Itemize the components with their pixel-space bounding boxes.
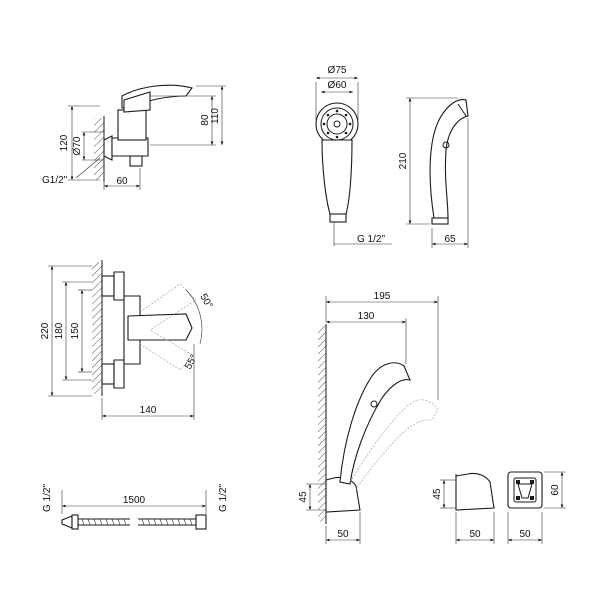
mixer-side-view: 120 Ø70 80 110 60 G1/2" [42,84,226,190]
thread-label-head: G 1/2" [357,234,385,245]
holder-assembly: 195 130 45 50 [298,291,439,544]
dim-50-holder-side: 50 [469,529,481,540]
holder-front-view: 60 50 [507,471,566,544]
dim-65: 65 [444,234,456,245]
dim-130: 130 [358,311,375,322]
holder-side-view: 45 50 [432,472,495,544]
dim-45-assembly: 45 [298,491,309,503]
mixer-front-view: 50° 55° 220 180 150 140 [40,260,214,420]
dim-d75: Ø75 [328,65,347,76]
shower-head-front: Ø75 Ø60 G 1/2" [315,65,392,246]
dim-180: 180 [54,322,65,339]
dim-110: 110 [210,108,221,124]
wall-hatch-holder [318,326,326,522]
dim-45-holder: 45 [432,488,443,500]
dim-50-holder-front: 50 [519,529,531,540]
shower-hose: 1500 G 1/2" G 1/2" [42,484,229,530]
dim-210: 210 [398,152,409,169]
angle-50: 50° [197,292,214,311]
dim-50-assembly: 50 [337,529,349,540]
hose-thread-right: G 1/2" [218,484,229,512]
shower-head-side: 210 65 [398,97,469,248]
angle-55: 55° [183,353,200,372]
dim-150: 150 [70,322,81,339]
hose-thread-left: G 1/2" [42,484,53,512]
dim-140: 140 [140,405,157,416]
dim-80: 80 [200,114,211,126]
dim-60: 60 [116,176,128,187]
wall-hatch-front [92,262,102,394]
wall-hatch [94,118,104,180]
dim-195: 195 [374,291,391,302]
dim-d60: Ø60 [328,80,347,91]
dim-60-holder: 60 [550,484,561,496]
dim-220: 220 [40,322,51,339]
thread-label: G1/2" [42,175,68,186]
hose-length: 1500 [123,495,146,506]
dim-d70: Ø70 [72,136,83,155]
dim-120: 120 [59,134,70,151]
